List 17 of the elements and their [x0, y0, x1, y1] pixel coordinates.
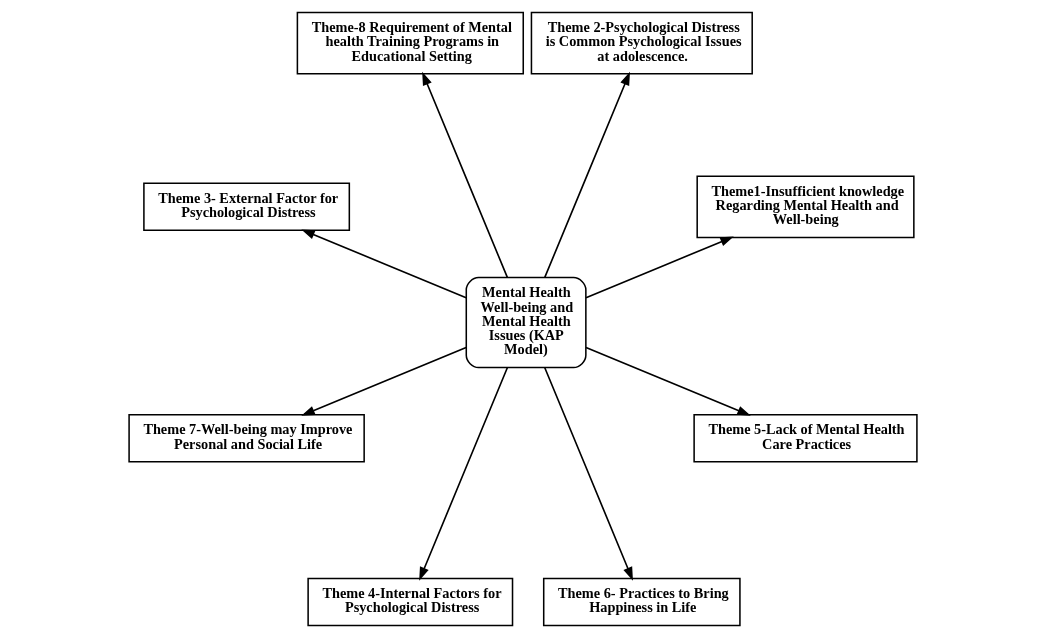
node-box: Theme-8 Requirement of Mental health Training Programs in Educational Setting: [296, 11, 524, 75]
arrow: [419, 366, 509, 581]
arrow: [301, 229, 467, 299]
arrow: [543, 366, 633, 581]
node-box: Theme 6- Practices to Bring Happiness in Life: [542, 577, 741, 627]
node-box: Theme 3- External Factor for Psychological Distress: [143, 182, 351, 232]
node-box: Theme1-Insufficient knowledge Regarding Mental Health and Well-being: [696, 175, 915, 239]
node-box: Mental Health Well-being and Mental Health Issues (KAP Model): [465, 276, 587, 369]
arrow: [585, 236, 734, 299]
arrow: [585, 346, 751, 416]
node-box: Theme 7-Well-being may Improve Personal and Social Life: [128, 414, 365, 463]
arrow: [422, 71, 509, 279]
node-box: Theme 5-Lack of Mental Health Care Practices: [693, 414, 918, 463]
arrow: [543, 71, 630, 279]
node-box: Theme 4-Internal Factors for Psychological Distress: [307, 577, 514, 627]
arrow: [301, 346, 467, 416]
node-box: Theme 2-Psychological Distress is Common Psychological Issues at adolescence.: [530, 11, 753, 75]
